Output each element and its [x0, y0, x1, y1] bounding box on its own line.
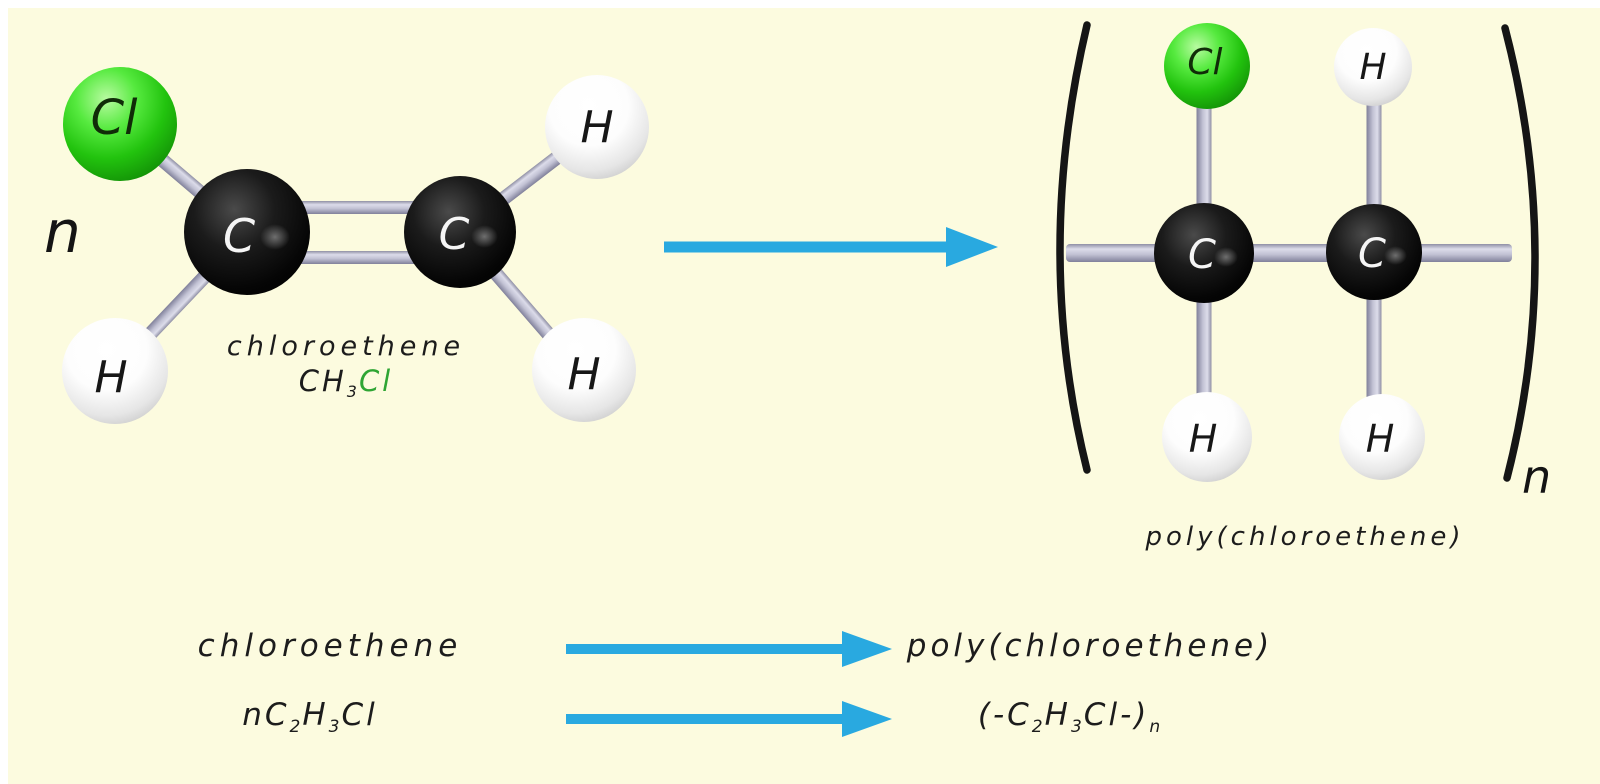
bracket-subscript-n: n [1522, 450, 1552, 504]
reactant-sub3: 3 [328, 716, 342, 737]
symbol-equation-arrow [566, 701, 892, 737]
atom-hydrogen-bottom-left: H [62, 318, 168, 424]
word-equation-arrow [566, 631, 892, 667]
atom-hydrogen-top-right: H [545, 75, 649, 179]
formula-ch: CH [298, 364, 347, 398]
left-bracket [1056, 21, 1091, 474]
chloroethene-formula-caption: CH3Cl [181, 364, 511, 402]
atom-carbon-1-label: C [222, 209, 256, 263]
symbol-equation-product: (-C2H3Cl-)n [860, 697, 1280, 737]
formula-sub3: 3 [346, 382, 359, 402]
reactant-h: H [302, 697, 329, 733]
atom-chlorine: Cl [63, 67, 177, 181]
main-reaction-arrow [664, 227, 998, 267]
polymer-atom-hydrogen-bottom-left: H [1162, 392, 1252, 482]
product-sub3: 3 [1070, 716, 1084, 737]
product-close: -) [1120, 697, 1150, 733]
product-sub2: 2 [1031, 716, 1045, 737]
polymer-atom-chlorine-label: Cl [1187, 41, 1223, 83]
coefficient-n-label: n [44, 198, 81, 266]
repeat-unit-brackets [1056, 21, 1539, 482]
atom-hydrogen-bottom-left-label: H [94, 351, 128, 403]
product-open-c: (-C [977, 697, 1032, 733]
polymer-name-caption: poly(chloroethene) [1145, 522, 1465, 552]
polymer-atom-carbon-1: C [1154, 203, 1254, 303]
reactant-nc: nC [242, 697, 290, 733]
polymer-atom-carbon-2: C [1326, 204, 1422, 300]
polymer-atom-hydrogen-top-label: H [1359, 46, 1387, 88]
polymer-atom-hydrogen-bottom-right-label: H [1365, 417, 1395, 461]
top-border [0, 0, 1600, 8]
product-h: H [1044, 697, 1071, 733]
atom-hydrogen-bottom-right: H [532, 318, 636, 422]
polymer-atom-hydrogen-bottom-right: H [1339, 394, 1425, 480]
polymer-atom-hydrogen-top: H [1334, 28, 1412, 106]
atom-carbon-2-label: C [438, 208, 470, 260]
polymer-atom-carbon-2-label: C [1358, 231, 1386, 277]
polymer-atom-carbon-1-label: C [1188, 232, 1216, 278]
chloroethene-name-caption: chloroethene [226, 331, 466, 362]
right-bracket [1501, 24, 1539, 482]
atom-carbon-2: C [404, 176, 516, 288]
left-border [0, 0, 8, 784]
polymer-atom-chlorine: Cl [1164, 23, 1250, 109]
atom-chlorine-label: Cl [90, 90, 138, 146]
formula-cl: Cl [358, 364, 394, 398]
polymer-atom-hydrogen-bottom-left-label: H [1188, 417, 1218, 461]
symbol-equation-reactant: nC2H3Cl [140, 697, 480, 737]
polymer-backbone-bond [1066, 244, 1512, 262]
atom-carbon-1: C [184, 169, 310, 295]
product-sub-n: n [1149, 716, 1163, 737]
atom-hydrogen-bottom-right-label: H [567, 348, 601, 400]
reactant-cl: Cl [341, 697, 378, 733]
reactant-sub2: 2 [289, 716, 303, 737]
word-equation-reactant: chloroethene [197, 628, 463, 664]
word-equation-product: poly(chloroethene) [906, 628, 1274, 664]
atom-hydrogen-top-right-label: H [580, 101, 614, 153]
product-cl: Cl [1083, 697, 1121, 733]
